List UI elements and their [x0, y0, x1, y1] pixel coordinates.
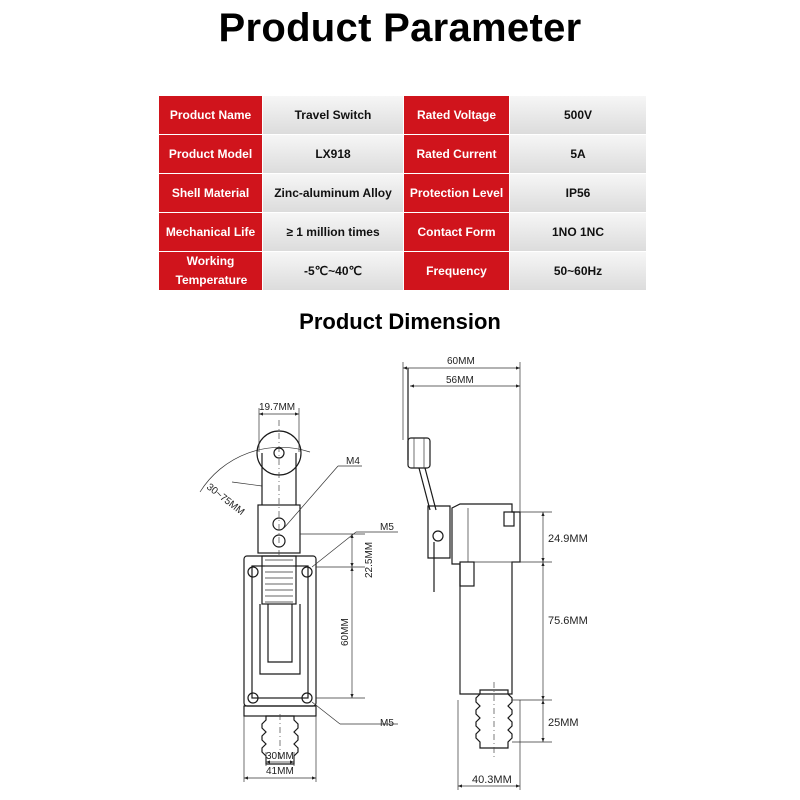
- table-row: Shell Material Zinc-aluminum Alloy Prote…: [159, 174, 646, 212]
- parameter-table: Product Name Travel Switch Rated Voltage…: [158, 95, 647, 291]
- param-label: Rated Current: [404, 135, 509, 173]
- dim-m5-bottom: M5: [380, 718, 394, 729]
- dim-22-5: 22.5MM: [364, 542, 375, 578]
- table-row: Mechanical Life ≥ 1 million times Contac…: [159, 213, 646, 251]
- side-view: 60MM 56MM 24.9MM 75.6MM 25MM 40.3MM: [402, 356, 588, 790]
- param-value: Travel Switch: [263, 96, 403, 134]
- dim-19-7: 19.7MM: [259, 402, 295, 413]
- param-label: Shell Material: [159, 174, 262, 212]
- dim-m5-top: M5: [380, 522, 394, 533]
- param-value: 500V: [510, 96, 646, 134]
- param-label: Protection Level: [404, 174, 509, 212]
- param-label: Rated Voltage: [404, 96, 509, 134]
- dim-60-v: 60MM: [340, 618, 351, 646]
- dimension-title: Product Dimension: [299, 309, 501, 334]
- dim-75-6: 75.6MM: [548, 615, 588, 627]
- param-label-text: Working Temperature: [175, 254, 248, 287]
- param-value: 5A: [510, 135, 646, 173]
- param-label: Mechanical Life: [159, 213, 262, 251]
- dim-40-3: 40.3MM: [472, 774, 512, 786]
- param-value: 1NO 1NC: [510, 213, 646, 251]
- param-value: -5℃~40℃: [263, 252, 403, 290]
- dim-25: 25MM: [548, 717, 579, 729]
- param-value: 50~60Hz: [510, 252, 646, 290]
- dim-56: 56MM: [446, 375, 474, 386]
- table-row: Product Name Travel Switch Rated Voltage…: [159, 96, 646, 134]
- dim-30: 30MM: [266, 751, 294, 762]
- param-label: Working Temperature: [159, 252, 262, 290]
- front-view: 19.7MM M4 30~75MM M5 22.5MM 60MM M5 30MM…: [199, 402, 398, 782]
- dim-m4: M4: [346, 456, 360, 467]
- dim-41: 41MM: [266, 766, 294, 777]
- dim-24-9: 24.9MM: [548, 533, 588, 545]
- param-value: IP56: [510, 174, 646, 212]
- param-label: Contact Form: [404, 213, 509, 251]
- table-row: Working Temperature -5℃~40℃ Frequency 50…: [159, 252, 646, 290]
- param-value: Zinc-aluminum Alloy: [263, 174, 403, 212]
- dim-60-h: 60MM: [447, 356, 475, 367]
- page-title: Product Parameter: [218, 6, 582, 50]
- param-label: Product Name: [159, 96, 262, 134]
- param-value: ≥ 1 million times: [263, 213, 403, 251]
- table-row: Product Model LX918 Rated Current 5A: [159, 135, 646, 173]
- param-label: Product Model: [159, 135, 262, 173]
- param-label: Frequency: [404, 252, 509, 290]
- param-value: LX918: [263, 135, 403, 173]
- dim-angle: 30~75MM: [204, 482, 246, 518]
